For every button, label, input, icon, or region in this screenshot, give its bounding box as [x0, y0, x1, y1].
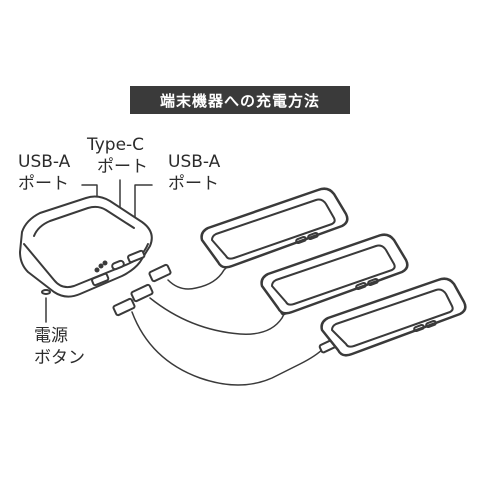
label-usb-a-left-line2: ポート: [18, 174, 69, 194]
label-type-c: Type-C ポート: [87, 134, 148, 178]
label-power-button: 電源 ボタン: [34, 325, 85, 369]
power-bank-icon: [19, 195, 153, 298]
label-usb-a-left-line1: USB-A: [18, 152, 71, 172]
label-power-button-line1: 電源: [34, 326, 68, 346]
label-usb-a-right-line2: ポート: [168, 174, 219, 194]
label-power-button-line2: ボタン: [34, 348, 85, 368]
diagram-title-text: 端末機器への充電方法: [159, 91, 320, 110]
label-type-c-line2: ポート: [97, 157, 148, 177]
label-type-c-line1: Type-C: [87, 135, 145, 155]
label-usb-a-left: USB-A ポート: [18, 151, 70, 195]
smartphone-icon: [200, 187, 467, 357]
diagram-title: 端末機器への充電方法: [130, 86, 350, 114]
label-usb-a-right-line1: USB-A: [168, 152, 221, 172]
label-usb-a-right: USB-A ポート: [168, 151, 220, 195]
